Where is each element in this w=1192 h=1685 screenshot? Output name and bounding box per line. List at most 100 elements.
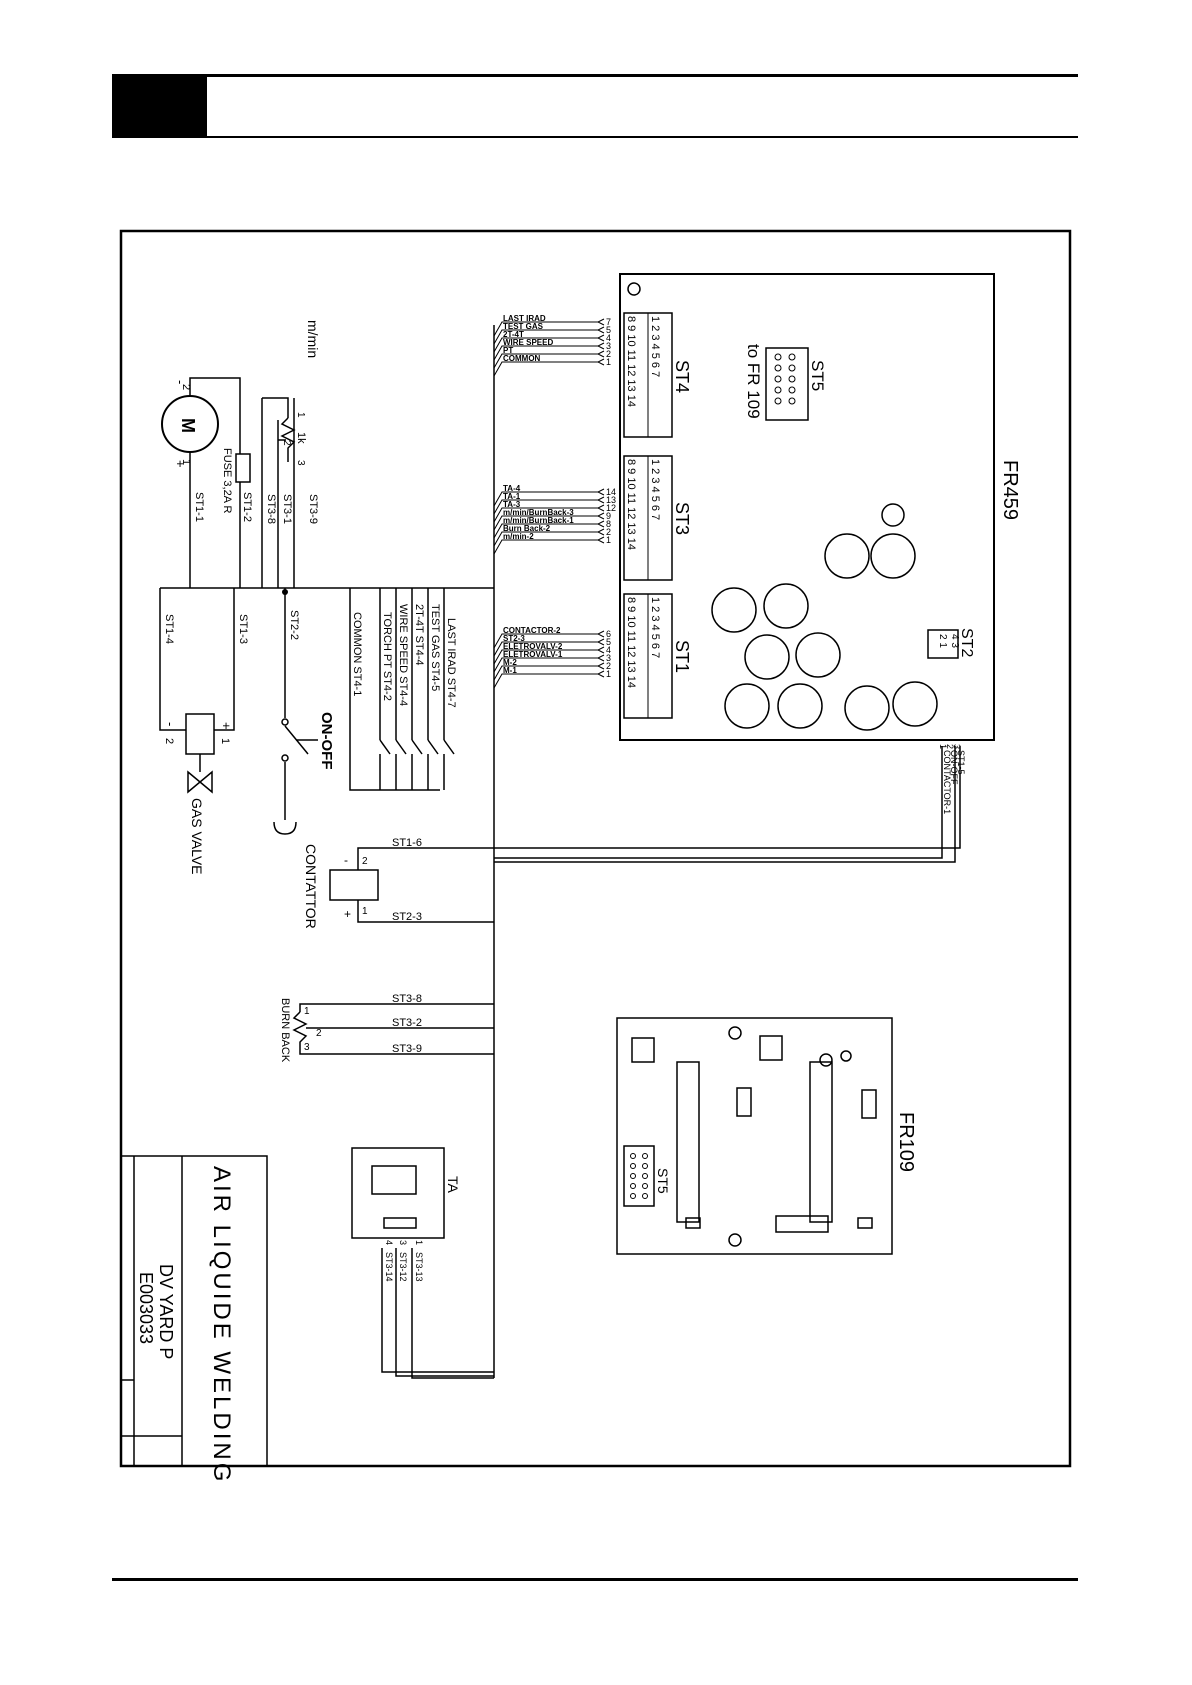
ta-pin-4: 4 xyxy=(384,1240,394,1245)
st1-wire-label: ELETROVALV-1 xyxy=(503,650,563,659)
st4-wire-arrow xyxy=(596,342,605,350)
pot-wire-2: ST3-1 xyxy=(281,494,293,524)
st4-pins-a: 8 9 10 11 12 13 14 xyxy=(625,316,637,407)
pot-wire-3: ST3-9 xyxy=(307,494,319,524)
st4-label: ST4 xyxy=(672,360,692,393)
capacitors xyxy=(711,503,938,731)
st1-wire-arrow xyxy=(596,638,605,646)
st4-wire-pin: 5 xyxy=(606,325,611,335)
st1-wire-label: CONTACTOR-2 xyxy=(503,626,561,635)
st4-wire-label: WIRE SPEED xyxy=(503,338,553,347)
st1-wire-arrow xyxy=(596,670,605,678)
st2-connector: 2 1 4 3 ST2 xyxy=(927,628,975,659)
st3-wire-label: m/min-2 xyxy=(503,532,534,541)
st3-wire-arrow xyxy=(596,504,605,512)
st1-wire-arrow xyxy=(596,654,605,662)
st2-pins-a: 2 1 xyxy=(937,634,948,648)
st2-pin-2: 2 xyxy=(945,744,955,749)
title-model: DV YARD P xyxy=(156,1264,176,1359)
bus-label-wirespeed: WIRE SPEED ST4-4 xyxy=(397,604,409,706)
bus-label-testgas: TEST GAS ST4-5 xyxy=(429,604,441,691)
st1-wire-arrow xyxy=(596,630,605,638)
st2-wire-1: ST1-5 xyxy=(956,750,966,775)
st3-label: ST3 xyxy=(672,502,692,535)
fuse-label: FUSE 3,2A R xyxy=(221,448,233,513)
st4-wire-label: LAST IRAD xyxy=(503,314,546,323)
switch-label: ON-OFF xyxy=(318,712,335,770)
st2-pins-b: 4 3 xyxy=(949,634,960,648)
pot-pin-2: 2 xyxy=(281,440,292,446)
torch-bus: COMMON ST4-1 TORCH PT ST4-2 WIRE SPEED S… xyxy=(349,588,457,791)
st3-wire-line xyxy=(493,539,598,555)
st3-wire-arrow xyxy=(596,520,605,528)
motor-pin-1: 1 xyxy=(180,459,192,465)
st1-wire-pin: 2 xyxy=(606,661,611,671)
fr109-label: FR109 xyxy=(895,1112,917,1172)
motor-wire-2: ST1-2 xyxy=(241,492,253,522)
ta-module: TA 4 3 1 ST3-14 ST3-12 ST3-13 xyxy=(351,1147,494,1379)
st3-connector: 8 9 10 11 12 13 14 1 2 3 4 5 6 7 ST3 xyxy=(623,455,692,581)
ta-wire-4: ST3-14 xyxy=(384,1252,394,1282)
st3-wire-pin: 13 xyxy=(606,495,616,505)
st4-wire-pin: 7 xyxy=(606,317,611,327)
valve-wire-2: ST1-3 xyxy=(237,614,249,644)
pot-pin-3: 3 xyxy=(295,460,306,466)
st3-wire-line xyxy=(493,523,598,539)
st1-wire-line xyxy=(493,641,598,657)
st4-connector: 8 9 10 11 12 13 14 1 2 3 4 5 6 7 ST4 xyxy=(623,312,692,438)
contactor-label: CONTATTOR xyxy=(303,844,319,929)
st3-wire-pin: 8 xyxy=(606,519,611,529)
st3-pins-b: 1 2 3 4 5 6 7 xyxy=(649,459,661,520)
st3-wire-pin: 1 xyxy=(606,535,611,545)
st1-wire-pin: 5 xyxy=(606,637,611,647)
bb-wire-2: ST3-2 xyxy=(392,1017,422,1029)
bus-label-common: COMMON ST4-1 xyxy=(351,612,363,696)
st2-wire-2: ON-OFF xyxy=(949,750,959,785)
contactor-wire-1: ST1-6 xyxy=(392,837,422,849)
st4-wire-line xyxy=(493,329,598,345)
st4-wire-line xyxy=(493,321,598,337)
title-code: E003033 xyxy=(136,1272,156,1344)
st3-wire-line xyxy=(493,507,598,523)
ta-pin-3: 3 xyxy=(398,1240,408,1245)
fr109-board: ST5 FR109 xyxy=(616,1017,917,1255)
fr459-board: FR459 8 9 10 11 12 13 14 1 2 3 4 5 6 7 S… xyxy=(619,273,1021,741)
st4-wire-pin: 3 xyxy=(606,341,611,351)
st1-wire-line xyxy=(493,657,598,673)
st1-wire-pin: 6 xyxy=(606,629,611,639)
st3-wire-label: TA-1 xyxy=(503,492,521,501)
st3-wire-label: TA-4 xyxy=(503,484,521,493)
on-off-switch: ST2-2 ON-OFF xyxy=(273,588,335,835)
valve-wire-1: ST1-4 xyxy=(163,614,175,644)
st5-note: to FR 109 xyxy=(744,344,763,419)
st1-wire-label: ST2-3 xyxy=(503,634,525,643)
st1-wire-line xyxy=(493,633,598,649)
motor: M 2 1 - + FUSE 3,2A R ST1-1 ST1-2 xyxy=(161,377,253,588)
st4-wire-line xyxy=(493,361,598,377)
st2-label: ST2 xyxy=(958,628,975,657)
st3-wire-label: Burn Back-2 xyxy=(503,524,551,533)
pot-pin-1: 1 xyxy=(295,412,306,418)
pot-label: m/min xyxy=(305,320,321,358)
valve-plus: + xyxy=(219,722,234,730)
motor-plus: + xyxy=(173,460,188,468)
st1-wire-pin: 3 xyxy=(606,653,611,663)
fr109-st5-label: ST5 xyxy=(655,1168,671,1194)
main-bus xyxy=(160,325,961,1378)
st4-wire-arrow xyxy=(596,358,605,366)
st1-pins-a: 8 9 10 11 12 13 14 xyxy=(625,597,637,688)
st1-connector: 8 9 10 11 12 13 14 1 2 3 4 5 6 7 ST1 xyxy=(623,593,692,719)
pot-mmin: m/min 1k 1 2 3 ST3-8 ST3-1 ST3-9 xyxy=(261,320,321,588)
st3-wire-arrow xyxy=(596,488,605,496)
st3-wire-arrow xyxy=(596,496,605,504)
st3-wire-label: TA-3 xyxy=(503,500,521,509)
bb-pin-3: 3 xyxy=(304,1042,310,1053)
motor-pin-2: 2 xyxy=(180,384,192,390)
st1-wire-label: ELETROVALV-2 xyxy=(503,642,563,651)
st3-wire-line xyxy=(493,531,598,547)
st3-wire-pin: 9 xyxy=(606,511,611,521)
st4-wire-arrow xyxy=(596,350,605,358)
pot-wire-1: ST3-8 xyxy=(265,494,277,524)
